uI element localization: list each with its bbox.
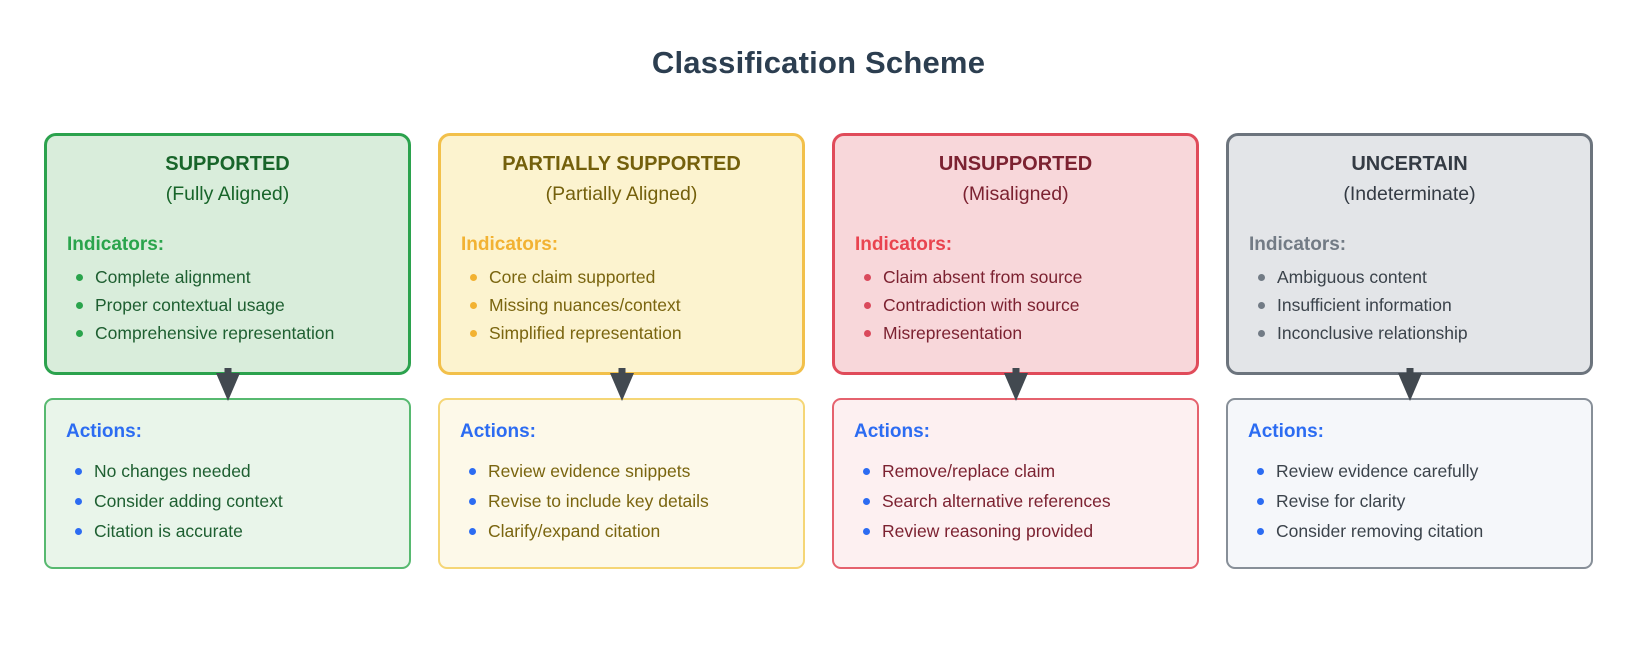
actions-label: Actions: (1248, 421, 1324, 443)
indicators-label: Indicators: (67, 234, 165, 256)
classification-columns: SUPPORTED (Fully Aligned) Indicators: Co… (44, 133, 1593, 570)
action-item: No changes needed (70, 456, 389, 486)
flow-connector (438, 368, 805, 402)
indicator-item: Proper contextual usage (71, 291, 388, 319)
indicator-item: Claim absent from source (859, 263, 1176, 291)
classification-column-partially-supported: PARTIALLY SUPPORTED (Partially Aligned) … (438, 133, 805, 570)
classification-box: UNSUPPORTED (Misaligned) Indicators: Cla… (832, 133, 1199, 376)
actions-label: Actions: (854, 421, 930, 443)
action-item: Review evidence snippets (464, 456, 783, 486)
action-item: Revise for clarity (1252, 486, 1571, 516)
indicator-item: Ambiguous content (1253, 263, 1570, 291)
page-title: Classification Scheme (651, 45, 986, 80)
indicator-item: Core claim supported (465, 263, 782, 291)
indicator-item: Simplified representation (465, 319, 782, 347)
classification-subtitle: (Misaligned) (962, 183, 1069, 206)
classification-box: PARTIALLY SUPPORTED (Partially Aligned) … (438, 133, 805, 376)
indicator-item: Complete alignment (71, 263, 388, 291)
classification-title: UNCERTAIN (1351, 153, 1468, 176)
action-item: Revise to include key details (464, 486, 783, 516)
classification-box: SUPPORTED (Fully Aligned) Indicators: Co… (44, 133, 411, 376)
classification-title: SUPPORTED (165, 153, 290, 176)
classification-title: UNSUPPORTED (938, 153, 1093, 176)
actions-label: Actions: (66, 421, 142, 443)
action-item: Clarify/expand citation (464, 516, 783, 546)
classification-subtitle: (Indeterminate) (1343, 183, 1476, 206)
classification-subtitle: (Partially Aligned) (545, 183, 698, 206)
arrow-down-icon (215, 368, 240, 402)
classification-box: UNCERTAIN (Indeterminate) Indicators: Am… (1226, 133, 1593, 376)
flow-connector (44, 368, 411, 402)
action-item: Search alternative references (858, 486, 1177, 516)
actions-label: Actions: (460, 421, 536, 443)
arrow-down-icon (1397, 368, 1422, 402)
indicator-item: Missing nuances/context (465, 291, 782, 319)
indicators-label: Indicators: (855, 234, 953, 256)
indicator-item: Inconclusive relationship (1253, 319, 1570, 347)
flow-connector (832, 368, 1199, 402)
indicators-label: Indicators: (1249, 234, 1347, 256)
classification-subtitle: (Fully Aligned) (165, 183, 290, 206)
arrow-down-icon (1003, 368, 1028, 402)
flow-connector (1226, 368, 1593, 402)
classification-column-supported: SUPPORTED (Fully Aligned) Indicators: Co… (44, 133, 411, 570)
classification-column-uncertain: UNCERTAIN (Indeterminate) Indicators: Am… (1226, 133, 1593, 570)
action-item: Review evidence carefully (1252, 456, 1571, 486)
indicators-label: Indicators: (461, 234, 559, 256)
indicator-item: Insufficient information (1253, 291, 1570, 319)
indicator-item: Comprehensive representation (71, 319, 388, 347)
classification-column-unsupported: UNSUPPORTED (Misaligned) Indicators: Cla… (832, 133, 1199, 570)
indicator-item: Contradiction with source (859, 291, 1176, 319)
indicator-item: Misrepresentation (859, 319, 1176, 347)
action-item: Review reasoning provided (858, 516, 1177, 546)
action-item: Consider removing citation (1252, 516, 1571, 546)
classification-title: PARTIALLY SUPPORTED (502, 153, 741, 176)
action-item: Citation is accurate (70, 516, 389, 546)
action-item: Consider adding context (70, 486, 389, 516)
action-item: Remove/replace claim (858, 456, 1177, 486)
arrow-down-icon (609, 368, 634, 402)
